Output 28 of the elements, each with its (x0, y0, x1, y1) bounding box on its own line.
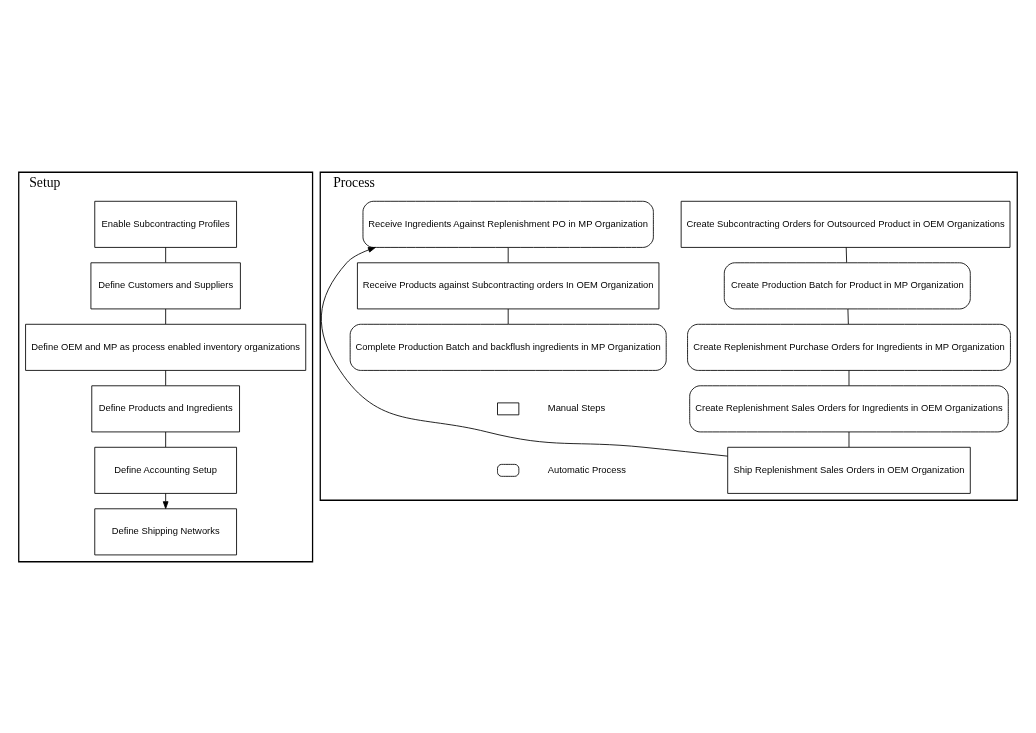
connector (165, 369, 167, 386)
node-box: Complete Production Batch and backflush ingredients in MP Organization (349, 323, 667, 371)
legend-label: Automatic Process (547, 463, 626, 475)
node-box: Create Subcontracting Orders for Outsourced Product in OEM Organizations (680, 200, 1011, 248)
node-box: Ship Replenishment Sales Orders in OEM Organization (727, 446, 971, 494)
node-box: Create Replenishment Purchase Orders for Ingredients in MP Organization (687, 323, 1011, 371)
node-box: Enable Subcontracting Profiles (94, 200, 237, 248)
connector (847, 308, 849, 324)
connector (507, 246, 509, 263)
node-box: Define Accounting Setup (94, 446, 237, 494)
node-box: Define Products and Ingredients (91, 384, 240, 432)
connector (848, 431, 850, 447)
node-box: Define Customers and Suppliers (90, 261, 241, 309)
node-box: Define OEM and MP as process enabled inventory organizations (25, 323, 307, 371)
node-box: Define Shipping Networks (94, 507, 237, 555)
node-box: Create Replenishment Sales Orders for Ingredients in OEM Organizations (689, 384, 1009, 432)
connector (507, 308, 509, 324)
arrow (321, 246, 729, 457)
node-box: Create Production Batch for Product in MP Organization (723, 261, 971, 309)
arrow (162, 492, 169, 509)
legend-label: Manual Steps (547, 401, 606, 413)
connector (165, 431, 167, 447)
connector (165, 246, 167, 263)
connector (848, 369, 850, 386)
node-box: Receive Products against Subcontracting orders In OEM Organization (357, 261, 660, 309)
connector (165, 308, 167, 324)
connector (845, 246, 848, 263)
node-box: Receive Ingredients Against Replenishment PO in MP Organization (362, 200, 654, 248)
